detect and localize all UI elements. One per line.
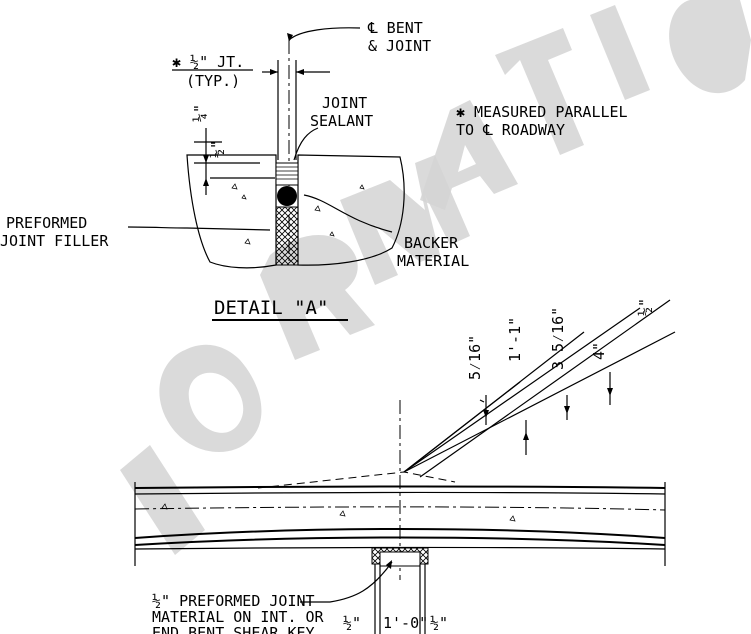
preformed-material-note-3: END BENT SHEAR KEY: [152, 624, 315, 634]
dim-half-inch: ½": [208, 140, 226, 158]
dim-1-1: 1'-1": [506, 317, 524, 362]
dim-5-16: 5⁄16": [466, 335, 484, 380]
detail-a-title: DETAIL "A": [214, 297, 328, 319]
dim-bottom-mid: 1'-0": [383, 614, 428, 632]
backer-material-label-2: MATERIAL: [397, 252, 469, 270]
joint-sealant-label-1: JOINT: [322, 94, 367, 112]
joint-note-1: ✱ ½" JT.: [172, 53, 244, 71]
bent-joint-label-1: ℄ BENT: [367, 19, 423, 37]
dim-half-right: ½": [636, 298, 654, 316]
dim-bottom-left: ½": [343, 614, 361, 632]
dim-3-5-16: 3 5⁄16": [549, 307, 567, 370]
backer-material-label-1: BACKER: [404, 234, 459, 252]
preformed-filler-label-2: JOINT FILLER: [0, 232, 109, 250]
preformed-material-note-2: MATERIAL ON INT. OR: [152, 608, 325, 626]
preformed-filler-label-1: PREFORMED: [6, 214, 87, 232]
dim-quarter-inch: ¼": [191, 104, 209, 122]
bent-joint-label-2: & JOINT: [368, 37, 431, 55]
slab-plan: [134, 299, 676, 634]
joint-note-2: (TYP.): [186, 72, 240, 90]
measured-note-2: TO ℄ ROADWAY: [456, 121, 565, 139]
dim-bottom-right: ½": [430, 614, 448, 632]
joint-sealant-label-2: SEALANT: [310, 112, 373, 130]
dim-4: 4": [590, 342, 608, 360]
measured-note-1: ✱ MEASURED PARALLEL: [456, 103, 628, 121]
preformed-material-note-1: ½" PREFORMED JOINT: [152, 592, 315, 610]
watermark: [120, 0, 751, 555]
detail-a: [127, 27, 405, 321]
